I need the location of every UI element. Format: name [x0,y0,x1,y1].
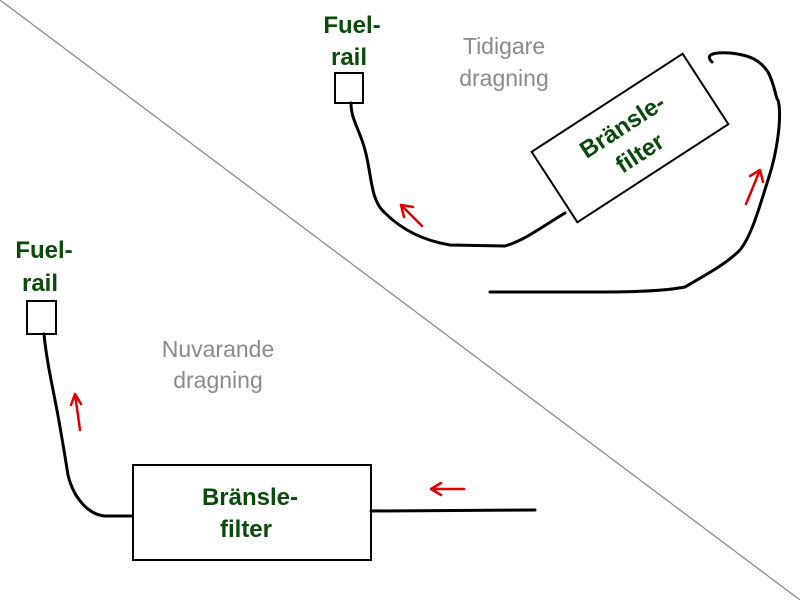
previous-fuel-line-filter-loop [488,51,781,294]
previous-fuel-line-rail-to-filter [349,101,567,248]
previous-flow-arrow-up-right [744,168,765,206]
previous-routing-caption-line2: dragning [459,65,549,91]
current-flow-arrow-up [69,392,83,432]
current-fuel-filter-label-line1: Bränsle- [202,484,298,511]
current-fuel-rail-connector [26,300,57,335]
current-routing-caption-line2: dragning [173,367,263,393]
previous-routing-section: Tidigare dragning Fuel- rail Bränsle- fi… [323,12,781,294]
current-fuel-rail-label-line1: Fuel- [15,237,72,264]
previous-fuel-filter: Bränsle- filter [530,52,730,224]
previous-flow-arrow-up-left [399,203,424,228]
current-fuel-line-rail-to-filter [42,332,134,518]
current-flow-arrow-left [429,481,466,497]
previous-fuel-rail-label-line1: Fuel- [323,12,380,39]
previous-routing-caption-line1: Tidigare [463,33,545,59]
current-fuel-rail-label-line2: rail [22,270,58,297]
current-routing-caption-line1: Nuvarande [162,336,275,362]
previous-fuel-rail-label-line2: rail [331,44,367,71]
current-fuel-line-inlet [369,508,537,513]
previous-fuel-rail-connector [334,72,364,104]
current-fuel-filter-label-line2: filter [220,516,272,543]
current-fuel-filter: Bränsle- filter [132,464,372,561]
current-routing-section: Nuvarande dragning Fuel- rail Bränsle- f… [15,237,537,561]
